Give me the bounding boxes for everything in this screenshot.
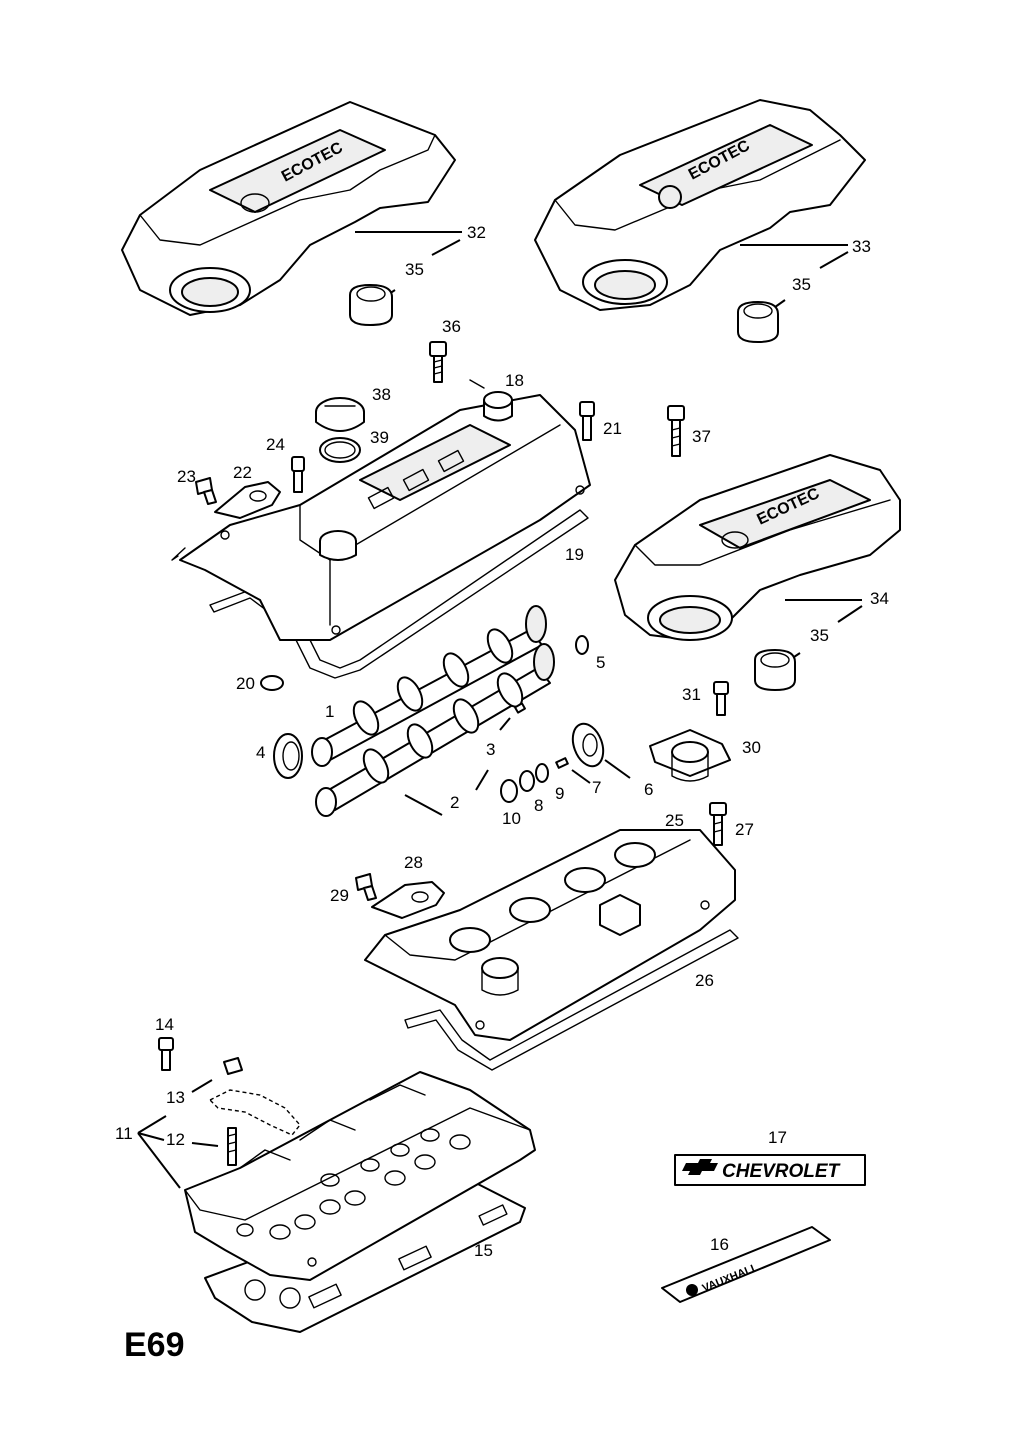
- callout-35-c: 35: [810, 626, 829, 645]
- callout-35-a: 35: [405, 260, 424, 279]
- callout-39: 39: [370, 428, 389, 447]
- callout-10: 10: [502, 809, 521, 828]
- callout-8: 8: [534, 796, 543, 815]
- callout-25: 25: [665, 811, 684, 830]
- callout-35-b: 35: [792, 275, 811, 294]
- callout-23: 23: [177, 467, 196, 486]
- vauxhall-griffin-icon: [686, 1284, 698, 1296]
- engine-cover-34: ECOTEC: [614, 454, 901, 641]
- callout-37: 37: [692, 427, 711, 446]
- callout-30: 30: [742, 738, 761, 757]
- callout-24: 24: [266, 435, 285, 454]
- callout-28: 28: [404, 853, 423, 872]
- callout-12: 12: [166, 1130, 185, 1149]
- callout-3: 3: [486, 740, 495, 759]
- ring-20: [260, 675, 284, 691]
- gasket-26: [404, 929, 739, 1071]
- callout-17: 17: [768, 1128, 787, 1147]
- pin-7: [555, 757, 569, 769]
- callout-19: 19: [565, 545, 584, 564]
- callout-4: 4: [256, 743, 265, 762]
- cover-grommet-35-b: [737, 301, 779, 343]
- callout-16: 16: [710, 1235, 729, 1254]
- callout-9: 9: [555, 784, 564, 803]
- sensor-24: [291, 456, 305, 493]
- stud-12: [227, 1127, 237, 1166]
- callout-33: 33: [852, 237, 871, 256]
- gasket-22: [214, 481, 281, 519]
- badge-chevrolet-17: CHEVROLET: [674, 1154, 866, 1186]
- bolt-27: [709, 802, 727, 846]
- callout-15: 15: [474, 1241, 493, 1260]
- key-3: [514, 702, 526, 714]
- ring-9: [535, 763, 549, 783]
- engine-cover-33: ECOTEC: [534, 99, 866, 311]
- bolt-14: [158, 1037, 174, 1071]
- callout-20: 20: [236, 674, 255, 693]
- callout-7: 7: [592, 778, 601, 797]
- callout-36: 36: [442, 317, 461, 336]
- callout-21: 21: [603, 419, 622, 438]
- clamp-13: [208, 1057, 301, 1136]
- callout-2: 2: [450, 793, 459, 812]
- ring-5: [575, 635, 589, 655]
- callout-22: 22: [233, 463, 252, 482]
- camshaft-2: [315, 643, 555, 817]
- badge-vauxhall-16: VAUXHALL: [661, 1226, 831, 1303]
- camshaft-cover-18: [171, 379, 591, 641]
- chevrolet-badge-text: CHEVROLET: [722, 1161, 841, 1182]
- gear-6: [571, 722, 605, 768]
- callout-34: 34: [870, 589, 889, 608]
- engine-cover-32: ECOTEC: [121, 101, 456, 316]
- bolt-37: [667, 405, 685, 457]
- callout-27: 27: [735, 820, 754, 839]
- callout-31: 31: [682, 685, 701, 704]
- bolt-29: [355, 873, 377, 901]
- callout-26: 26: [695, 971, 714, 990]
- bolt-21: [579, 401, 595, 441]
- callout-14: 14: [155, 1015, 174, 1034]
- bolt-31: [713, 681, 729, 716]
- callout-38: 38: [372, 385, 391, 404]
- callout-6: 6: [644, 780, 653, 799]
- bolt-23: [195, 477, 217, 505]
- cylinder-head-11: [184, 1071, 536, 1281]
- seal-4: [273, 733, 303, 779]
- cover-grommet-35-a: [349, 284, 393, 326]
- ring-8: [519, 770, 535, 792]
- callout-11: 11: [115, 1124, 133, 1143]
- camshaft-housing-25: [364, 829, 736, 1041]
- page-code: E69: [124, 1326, 185, 1364]
- oil-cap-38: [315, 397, 365, 432]
- head-gasket-15: [204, 1179, 526, 1333]
- gasket-28: [371, 881, 445, 919]
- flange-30: [649, 729, 731, 782]
- seal-ring-39: [319, 437, 361, 463]
- ring-10: [500, 779, 518, 803]
- callout-1: 1: [325, 702, 334, 721]
- callout-32: 32: [467, 223, 486, 242]
- cover-grommet-35-c: [754, 649, 796, 691]
- callout-5: 5: [596, 653, 605, 672]
- callout-13: 13: [166, 1088, 185, 1107]
- callout-29: 29: [330, 886, 349, 905]
- chevrolet-bowtie-icon: [682, 1159, 718, 1175]
- bolt-36: [429, 341, 447, 383]
- callout-18: 18: [505, 371, 524, 390]
